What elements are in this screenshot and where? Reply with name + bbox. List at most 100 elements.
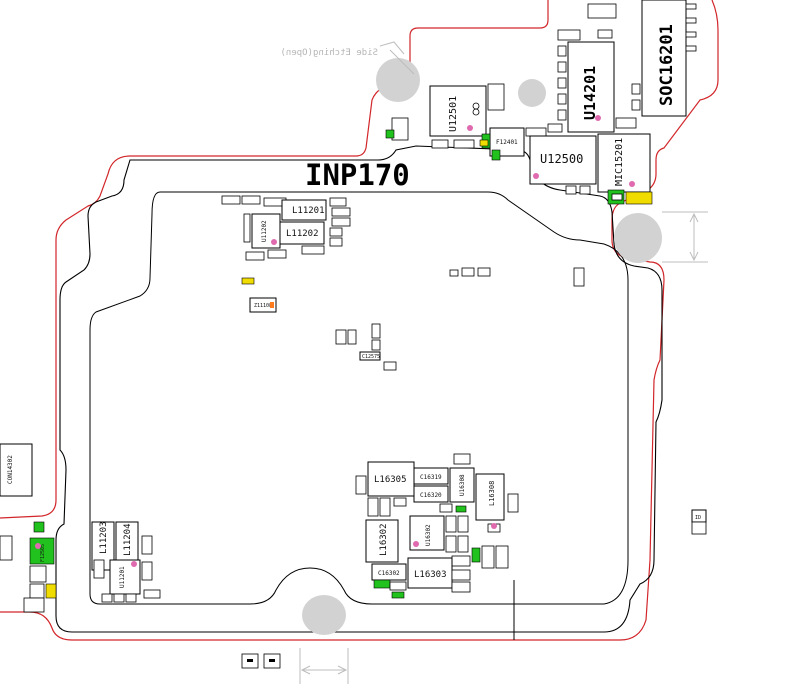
yellow-highlight-pad — [45, 583, 57, 599]
pin1-marker — [467, 125, 473, 131]
l11201-label: L11201 — [292, 206, 325, 216]
pad — [453, 139, 475, 149]
u14201-chip — [567, 41, 615, 133]
yellow-highlight-pad — [241, 277, 255, 285]
pad — [453, 453, 471, 465]
dimension-marker-right — [662, 211, 708, 263]
pad — [557, 61, 567, 73]
bottom-pad-left-inner — [247, 659, 253, 662]
pad — [481, 545, 495, 569]
c16320-capacitor — [413, 485, 449, 503]
green-highlight-pad — [455, 505, 467, 513]
pad — [29, 565, 47, 583]
pad — [579, 185, 591, 195]
pad — [355, 475, 367, 495]
pad — [93, 559, 105, 579]
green-highlight-pad — [385, 129, 395, 139]
l16302-label: L16302 — [379, 523, 389, 556]
pad — [461, 267, 475, 277]
pad — [329, 197, 347, 207]
side-etching-note: Side Etching(Open) — [280, 48, 378, 58]
pad — [547, 123, 563, 133]
pad — [557, 93, 567, 105]
green-highlight-pad — [471, 547, 481, 563]
mounting-hole-bottom — [302, 595, 346, 635]
mounting-hole-top — [376, 58, 420, 102]
pad — [685, 45, 697, 52]
con14302-connector — [0, 443, 33, 497]
dimension-marker-bottom — [299, 648, 349, 684]
pad — [565, 185, 577, 195]
pad — [477, 267, 491, 277]
u11201-label: U11201 — [119, 566, 126, 588]
pad — [557, 45, 567, 57]
c12575-capacitor — [359, 351, 381, 361]
pad — [451, 555, 471, 567]
pad — [439, 503, 453, 513]
pad — [431, 139, 449, 149]
pad — [685, 17, 697, 24]
pad — [557, 109, 567, 121]
u16308-chip — [449, 467, 475, 503]
pad — [615, 117, 637, 129]
u12501-chip — [429, 85, 487, 137]
pad — [507, 493, 519, 513]
l11203-label: L11203 — [99, 521, 109, 554]
pad — [221, 195, 241, 205]
z11108-component — [249, 297, 277, 313]
f12401-label: F12401 — [496, 139, 518, 146]
pad — [383, 361, 397, 371]
pad — [331, 217, 351, 227]
pad — [113, 593, 125, 603]
pad — [29, 583, 45, 599]
u11202-label: U11202 — [261, 220, 268, 242]
pad — [457, 515, 469, 533]
u12500-chip — [529, 135, 597, 185]
pad — [331, 207, 351, 217]
pad — [445, 515, 457, 533]
l16303-inductor — [407, 557, 453, 589]
c12575-label: C12575 — [362, 354, 380, 360]
dimension-marker-top — [379, 41, 415, 75]
l11204-label: L11204 — [123, 523, 133, 556]
yellow-highlight-pad — [625, 191, 653, 205]
l11202-label: L11202 — [286, 229, 319, 239]
mounting-hole-small — [518, 79, 546, 107]
f12505-label: F12505 — [40, 544, 46, 562]
pad — [23, 597, 45, 613]
pad — [371, 323, 381, 339]
pad — [487, 83, 505, 111]
bottom-pad-right-inner — [269, 659, 275, 662]
soc-16201-chip — [641, 0, 687, 117]
orange-highlight-pad — [270, 302, 274, 308]
f12505-fuse-highlight — [29, 537, 55, 565]
green-highlight-pad — [33, 521, 45, 533]
pad — [525, 127, 547, 137]
pad — [451, 569, 471, 581]
pad — [379, 497, 391, 517]
z11108-label: Z11108 — [254, 303, 272, 309]
shield-outer-outline — [55, 145, 663, 633]
pad — [445, 535, 457, 553]
pad — [143, 589, 161, 599]
pad — [371, 339, 381, 351]
pad — [347, 329, 357, 345]
l16303-label: L16303 — [414, 570, 447, 580]
pad — [301, 245, 325, 255]
green-highlight-pad — [373, 579, 391, 589]
pad — [125, 593, 137, 603]
c16320-label: C16320 — [420, 492, 442, 499]
pad — [243, 213, 251, 243]
pad — [141, 561, 153, 581]
pad — [391, 117, 409, 141]
board-title: INP170 — [305, 158, 410, 192]
pad — [0, 535, 13, 561]
pad — [685, 3, 697, 10]
pin1-marker — [629, 181, 635, 187]
pin1-marker — [533, 173, 539, 179]
pad — [597, 29, 613, 39]
pad — [367, 497, 379, 517]
shield-inner-outline — [89, 191, 629, 605]
l16305-label: L16305 — [374, 475, 407, 485]
